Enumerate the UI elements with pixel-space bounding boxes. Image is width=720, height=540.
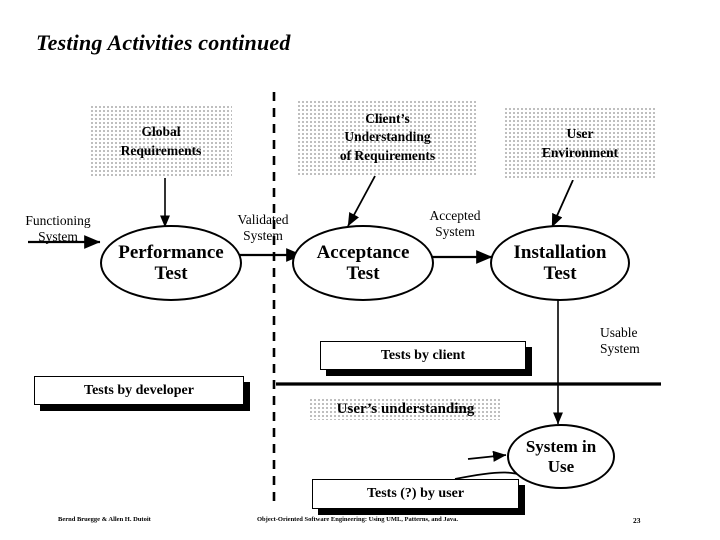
clients-understanding-line-1: Client’s: [365, 111, 410, 127]
functioning-system-line-1: Functioning: [25, 213, 91, 228]
arrow-tests-by-user-tip: [467, 450, 507, 462]
legend-box-tests-by-user: Tests (?) by user: [312, 479, 519, 509]
footer-page-number: 23: [633, 516, 641, 525]
tests-by-developer-label: Tests by developer: [84, 382, 194, 398]
usable-system-line-1: Usable: [600, 325, 638, 340]
arrow-client-understanding-to-acceptance: [347, 175, 376, 227]
validated-system-line-2: System: [243, 228, 283, 244]
accepted-system-line-2: System: [435, 224, 475, 240]
users-understanding-label: User’s understanding: [336, 400, 475, 417]
flow-label-functioning-system: Functioning System: [8, 213, 108, 245]
accepted-system-line-1: Accepted: [429, 208, 481, 223]
activity-system-in-use: System in Use: [507, 424, 615, 489]
arrow-user-environment-to-installation: [551, 179, 574, 228]
global-requirements-line-2: Requirements: [120, 142, 202, 158]
tests-by-user-label: Tests (?) by user: [366, 486, 465, 501]
input-box-user-environment: User Environment: [504, 107, 656, 180]
footer-book-title: Object-Oriented Software Engineering: Us…: [257, 516, 459, 523]
input-box-global-requirements: Global Requirements: [90, 105, 232, 178]
global-requirements-line-1: Global: [141, 124, 181, 140]
activity-installation-test: Installation Test: [490, 225, 630, 301]
footer-authors: Bernd Bruegge & Allen H. Dutoit: [58, 516, 151, 523]
flow-label-accepted-system: Accepted System: [413, 208, 497, 240]
flow-label-validated-system: Validated System: [222, 212, 304, 244]
page-title: Testing Activities continued: [36, 30, 291, 55]
installation-test-line-2: Test: [543, 263, 577, 284]
clients-understanding-line-2: Understanding: [344, 129, 431, 145]
functioning-system-line-2: System: [38, 229, 78, 245]
user-environment-line-2: Environment: [541, 144, 619, 160]
annotation-users-understanding: User’s understanding: [309, 398, 502, 420]
performance-test-line-1: Performance: [118, 241, 224, 263]
tests-by-client-label: Tests by client: [380, 347, 466, 363]
input-box-clients-understanding: Client’s Understanding of Requirements: [297, 100, 478, 175]
acceptance-test-line-1: Acceptance: [316, 241, 410, 263]
legend-box-tests-by-client: Tests by client: [320, 341, 526, 370]
performance-test-line-2: Test: [154, 263, 188, 284]
system-in-use-line-1: System in: [525, 437, 597, 457]
usable-system-line-2: System: [600, 341, 640, 357]
user-environment-line-1: User: [566, 126, 594, 142]
flow-label-usable-system: Usable System: [600, 325, 680, 357]
acceptance-test-line-2: Test: [346, 263, 380, 284]
activity-performance-test: Performance Test: [100, 225, 242, 301]
validated-system-line-1: Validated: [237, 212, 289, 227]
system-in-use-line-2: Use: [547, 456, 575, 476]
legend-box-tests-by-developer: Tests by developer: [34, 376, 244, 405]
installation-test-line-1: Installation: [513, 241, 607, 263]
activity-acceptance-test: Acceptance Test: [292, 225, 434, 301]
clients-understanding-line-3: of Requirements: [339, 147, 436, 163]
